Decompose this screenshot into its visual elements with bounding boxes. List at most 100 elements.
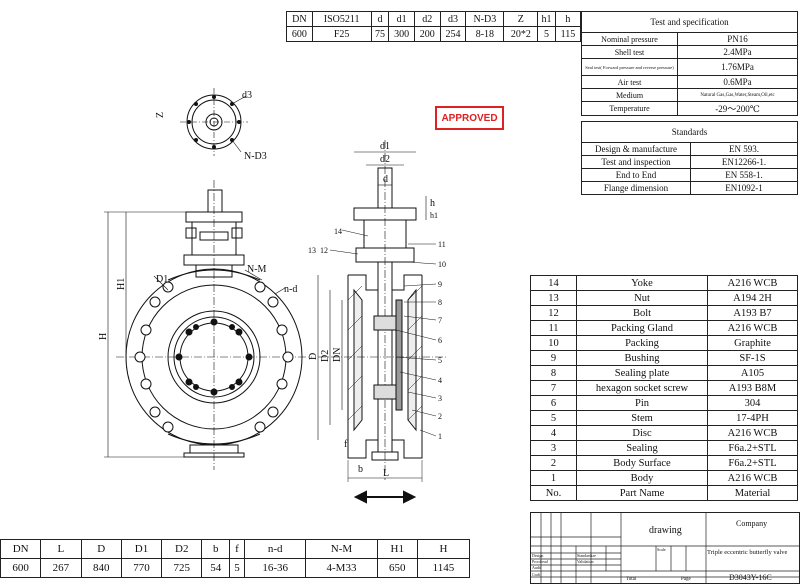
cell: D1	[120, 539, 163, 559]
callout-2: 2	[438, 412, 442, 421]
callout-11: 11	[438, 240, 446, 249]
top-table-value-row: 600 F25 75 300 200 254 8-18 20*2 5 115	[286, 26, 582, 42]
part-name: Body	[576, 470, 708, 486]
callout-10: 10	[438, 260, 446, 269]
callout-9: 9	[438, 280, 442, 289]
cell: d2	[413, 11, 441, 27]
cell: 300	[388, 26, 415, 42]
label-D1: D1	[156, 274, 168, 285]
spec-label: Medium	[581, 88, 678, 102]
label-L: L	[383, 468, 389, 479]
part-material: 304	[707, 395, 798, 411]
cell: D	[80, 539, 122, 559]
part-material: Graphite	[707, 335, 798, 351]
cell: 840	[80, 558, 122, 578]
part-no: 2	[530, 455, 577, 471]
cell: h1	[537, 11, 556, 27]
bottom-table-header-row: DN L D D1 D2 b f n-d N-M H1 H	[0, 539, 471, 559]
standards-value: EN12266-1.	[690, 155, 798, 169]
part-material: A216 WCB	[707, 470, 798, 486]
part-name: Stem	[576, 410, 708, 426]
cell: 8-18	[465, 26, 505, 42]
part-no: 3	[530, 440, 577, 456]
label-NM: N-M	[247, 264, 267, 275]
part-material: A193 B7	[707, 305, 798, 321]
spec-title: Test and specification	[581, 11, 798, 33]
top-view-flange	[180, 88, 248, 156]
standards-title: Standards	[581, 121, 798, 143]
cell: 5	[229, 558, 245, 578]
cell: 1145	[416, 558, 471, 578]
standards-label: Flange dimension	[581, 181, 691, 195]
part-no: 6	[530, 395, 577, 411]
top-dimension-table: DN ISO5211 d d1 d2 d3 N-D3 Z h1 h 600 F2…	[286, 11, 582, 42]
cell: 16-36	[243, 558, 307, 578]
side-section-view	[317, 140, 448, 482]
callout-12: 12	[320, 246, 328, 255]
cell: 20*2	[503, 26, 539, 42]
tb-label: Craft	[532, 572, 541, 577]
part-name: Disc	[576, 425, 708, 441]
part-no: 13	[530, 290, 577, 306]
company-label: Company	[736, 519, 768, 528]
part-name: Packing	[576, 335, 708, 351]
label-h1: h1	[430, 211, 438, 220]
cell: 75	[370, 26, 390, 42]
spec-value: Natural Gas,Gas,Water,Steam,Oil,etc	[677, 88, 798, 102]
standards-label: Design & manufacture	[581, 142, 691, 156]
part-material: 17-4PH	[707, 410, 798, 426]
label-nd3: N-D3	[244, 151, 267, 162]
cell: h	[554, 11, 582, 27]
flow-direction-arrow	[353, 490, 417, 504]
label-d2: d2	[380, 154, 390, 165]
cell: b	[201, 539, 231, 559]
part-material: A216 WCB	[707, 320, 798, 336]
part-material: SF-1S	[707, 350, 798, 366]
label-f: f	[344, 439, 348, 450]
model-number: D3043Y-16C	[729, 573, 772, 582]
part-no: 10	[530, 335, 577, 351]
cell: H	[416, 539, 471, 559]
callout-5: 5	[438, 356, 442, 365]
cell: 200	[413, 26, 441, 42]
approved-stamp: APPROVED	[435, 106, 504, 130]
part-no: 4	[530, 425, 577, 441]
tb-label: Scale	[657, 547, 666, 552]
product-name: Triple eccentric butterfly valve	[707, 549, 788, 556]
part-name: Packing Gland	[576, 320, 708, 336]
part-material: A193 B8M	[707, 380, 798, 396]
title-block-grid	[531, 513, 799, 583]
label-b: b	[358, 464, 363, 475]
spec-label: Shell test	[581, 45, 678, 59]
standards-label: End to End	[581, 168, 691, 182]
callout-13: 13	[308, 246, 316, 255]
cell: 600	[0, 558, 42, 578]
cell: 5	[537, 26, 556, 42]
label-h: h	[430, 198, 435, 209]
label-d3: d3	[242, 90, 252, 101]
label-D: D	[308, 353, 319, 360]
spec-value: 2.4MPa	[677, 45, 798, 59]
part-name: Body Surface	[576, 455, 708, 471]
spec-label: Temperature	[581, 101, 678, 116]
callout-3: 3	[438, 394, 442, 403]
tb-label: Standardize	[577, 553, 596, 558]
label-d: d	[383, 174, 388, 185]
standards-value: EN1092-1	[690, 181, 798, 195]
spec-value: PN16	[677, 32, 798, 46]
standards-value: EN 558-1.	[690, 168, 798, 182]
